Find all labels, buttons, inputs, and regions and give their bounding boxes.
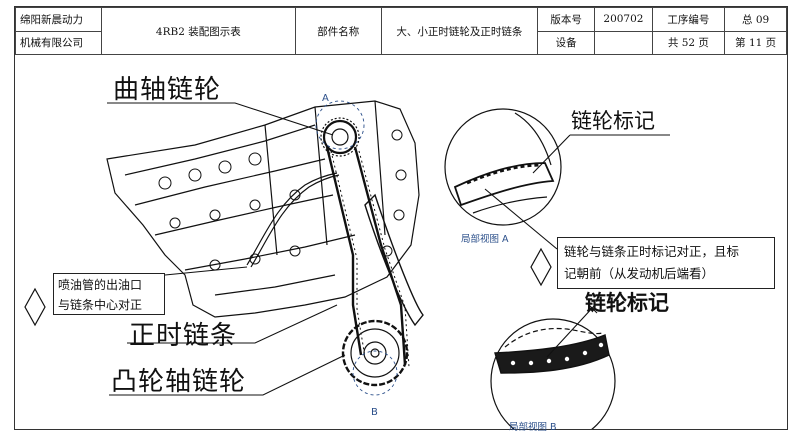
leader-oil-nozzle: [164, 266, 248, 276]
label-cam-sprocket: 凸轮轴链轮: [111, 367, 247, 397]
label-sprocket-mark-b: 链轮标记: [585, 291, 669, 315]
part-name-label: 部件名称: [294, 7, 382, 55]
leader-alignment-note: [484, 188, 558, 250]
drawing-area: 曲轴链轮 正时链条 凸轮轴链轮 链轮标记 链轮标记 喷油管的出油口 与链条中心对…: [15, 55, 787, 433]
oil-pipe: [246, 172, 338, 266]
label-timing-chain: 正时链条: [129, 321, 238, 351]
part-name-value: 大、小正时链轮及正时链条: [380, 7, 539, 55]
diamond-right: [530, 247, 552, 287]
label-sprocket-mark-a: 链轮标记: [571, 109, 655, 133]
oil-nozzle-note-line1: 喷油管的出油口: [58, 278, 143, 292]
title-block: 绵阳新晨动力 4RB2 装配图示表 部件名称 大、小正时链轮及正时链条 版本号 …: [15, 7, 787, 55]
alignment-note: 链轮与链条正时标记对正，且标 记朝前（从发动机后端看）: [557, 237, 775, 289]
leader-timing-chain: [127, 304, 338, 344]
detail-view-b-drawing: [490, 318, 616, 429]
cam-sprocket-drawing: [341, 319, 409, 387]
alignment-note-line1: 链轮与链条正时标记对正，且标: [564, 244, 740, 259]
detail-view-a-drawing: [444, 108, 562, 226]
pages-total: 共 52 页: [651, 30, 726, 55]
doc-title: 4RB2 装配图示表: [100, 7, 296, 55]
version-value: 200702: [594, 7, 653, 32]
marker-a: A: [322, 93, 329, 104]
drawing-sheet: 绵阳新晨动力 4RB2 装配图示表 部件名称 大、小正时链轮及正时链条 版本号 …: [14, 6, 788, 433]
engine-drawing: [24, 100, 670, 429]
label-crank-sprocket: 曲轴链轮: [113, 75, 222, 105]
company-name-line2: 机械有限公司: [15, 30, 102, 55]
leader-crank: [107, 102, 334, 136]
company-name-line1: 绵阳新晨动力: [15, 7, 102, 32]
leader-cam-sprocket: [109, 354, 346, 396]
total-value: 总 09: [724, 7, 787, 32]
version-label: 版本号: [537, 7, 596, 32]
timing-chain-drawing: [325, 146, 407, 366]
equipment-label: 设备: [537, 30, 596, 55]
leader-sprocket-mark-a: [532, 134, 670, 174]
process-no-label: 工序编号: [651, 7, 726, 32]
oil-nozzle-note: 喷油管的出油口 与链条中心对正: [53, 273, 165, 315]
page-current: 第 11 页: [724, 30, 787, 55]
equipment-value: [594, 30, 653, 55]
caption-detail-b: 局部视图 B: [509, 422, 557, 433]
leader-sprocket-mark-b: [546, 302, 598, 358]
diamond-left: [24, 287, 46, 327]
marker-b: B: [371, 407, 378, 418]
alignment-note-line2: 记朝前（从发动机后端看）: [564, 266, 715, 281]
caption-detail-a: 局部视图 A: [461, 234, 509, 245]
oil-nozzle-note-line2: 与链条中心对正: [58, 298, 143, 312]
crank-sprocket-drawing: [320, 117, 360, 157]
